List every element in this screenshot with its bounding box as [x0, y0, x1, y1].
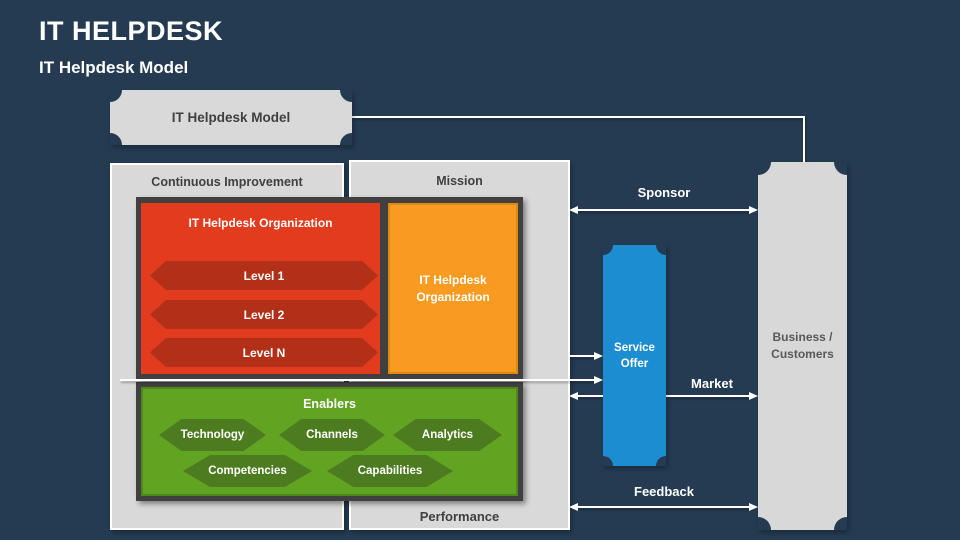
sponsor-arrowhead-right: [749, 206, 758, 214]
orange-box-label-line1: IT Helpdesk: [419, 272, 487, 287]
enabler-analytics: Analytics: [393, 419, 502, 451]
level-1-bar: Level 1: [150, 261, 378, 290]
connector-performance-line: [120, 379, 597, 381]
page-subtitle: IT Helpdesk Model: [39, 58, 189, 77]
level-2-bar: Level 2: [150, 300, 378, 329]
feedback-arrowhead-left: [569, 503, 578, 511]
helpdesk-organization-orange-box: IT Helpdesk Organization: [388, 203, 518, 374]
connector-elbow-vertical: [803, 116, 805, 163]
enabler-channels: Channels: [279, 419, 385, 451]
enablers-title: Enablers: [303, 397, 356, 411]
sponsor-arrowhead-left: [569, 206, 578, 214]
enabler-capabilities: Capabilities: [327, 455, 453, 487]
notch-corner: [656, 245, 666, 255]
enabler-competencies: Competencies: [183, 455, 312, 487]
service-offer-box: Service Offer: [603, 245, 666, 466]
sponsor-arrow-line: [576, 209, 752, 211]
helpdesk-organization-red-box: IT Helpdesk Organization Level 1 Level 2…: [141, 203, 380, 374]
performance-label: Performance: [419, 509, 500, 524]
service-offer-label: Service Offer: [603, 245, 666, 466]
feedback-label: Feedback: [634, 484, 694, 499]
red-box-title: IT Helpdesk Organization: [188, 216, 333, 230]
sponsor-label: Sponsor: [637, 185, 691, 200]
market-arrow-line-right: [666, 395, 752, 397]
service-offer-line1: Service: [614, 341, 655, 354]
notch-corner: [834, 517, 847, 530]
continuous-improvement-label: Continuous Improvement: [151, 175, 303, 189]
enablers-box: Enablers Technology Channels Analytics C…: [141, 387, 518, 496]
notch-corner: [656, 456, 666, 466]
business-customers-label: Business / Customers: [758, 162, 847, 530]
enabler-technology: Technology: [159, 419, 266, 451]
level-n-bar: Level N: [150, 338, 378, 367]
model-box: IT Helpdesk Model: [110, 90, 352, 145]
model-box-label: IT Helpdesk Model: [171, 110, 291, 125]
business-customers-line2: Customers: [771, 347, 834, 361]
connector-mission-line: [569, 355, 597, 357]
notch-corner: [603, 245, 613, 255]
organization-frame: IT Helpdesk Organization Level 1 Level 2…: [136, 197, 523, 379]
arrowhead-mission-to-service: [594, 352, 603, 360]
orange-box-label: IT Helpdesk Organization: [390, 205, 516, 372]
market-arrow-line-left: [576, 395, 603, 397]
feedback-arrowhead-right: [749, 503, 758, 511]
notch-corner: [340, 133, 352, 145]
notch-corner: [603, 456, 613, 466]
mission-label: Mission: [436, 174, 483, 188]
enablers-frame: Enablers Technology Channels Analytics C…: [136, 382, 523, 501]
feedback-arrow-line: [576, 506, 752, 508]
market-arrowhead-right: [749, 392, 758, 400]
connector-elbow-horizontal: [352, 116, 805, 118]
business-customers-box: Business / Customers: [758, 162, 847, 530]
orange-box-label-line2: Organization: [416, 289, 490, 304]
arrowhead-to-service-offer: [594, 376, 603, 384]
service-offer-line2: Offer: [620, 357, 649, 370]
business-customers-line1: Business /: [772, 330, 833, 344]
market-arrowhead-left: [569, 392, 578, 400]
page-title: IT HELPDESK: [39, 16, 224, 46]
market-label: Market: [691, 376, 733, 391]
